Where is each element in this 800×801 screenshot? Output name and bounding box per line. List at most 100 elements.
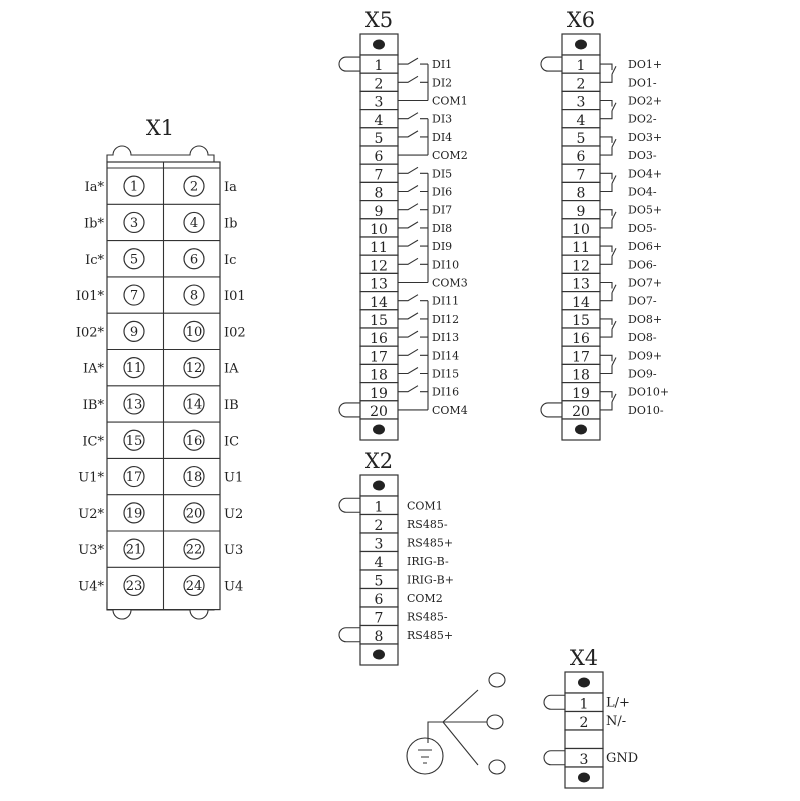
x6-pin-label: DO6+ (628, 240, 662, 253)
x1-terminal-circle (183, 320, 205, 342)
x5-pin-label: DI12 (432, 313, 459, 326)
latch-hook (540, 56, 562, 72)
latch-hook (338, 497, 360, 513)
x6-pin-label: DO10+ (628, 386, 669, 399)
x2-pin-number: 3 (375, 537, 384, 553)
x5-switch-icon (398, 239, 428, 247)
x5-pin-label: COM4 (432, 404, 468, 417)
ground-terminal-circle (488, 672, 506, 688)
x1-right-label: IC (224, 434, 239, 449)
x1-left-label: U1* (78, 471, 104, 486)
x6-pin-label: DO7+ (628, 277, 662, 290)
x1-pin-number: 8 (190, 289, 198, 304)
x1-terminal-circle (123, 284, 145, 306)
x5-common-bus (398, 118, 429, 156)
x6-pin-label: DO1+ (628, 58, 662, 71)
x6-pin-number: 16 (572, 331, 590, 347)
x5-pin-label: DI4 (432, 131, 452, 144)
x6-pin-number: 14 (572, 295, 590, 311)
x6-pin-label: DO5+ (628, 204, 662, 217)
x4-pin-cell (564, 729, 604, 750)
x1-pin-number: 19 (126, 506, 143, 521)
screw-icon (373, 39, 385, 50)
x4-pin-label: GND (606, 751, 638, 766)
x5-pin-number: 7 (375, 167, 384, 183)
latch-hook (543, 750, 565, 766)
latch-hook (338, 627, 360, 643)
x5-common-bus (398, 173, 429, 284)
x6-pin-label: DO5- (628, 222, 657, 235)
x2-pin-label: RS485+ (407, 629, 453, 642)
x1-terminal-circle (183, 574, 205, 597)
x6-pin-number: 13 (572, 277, 590, 293)
screw-icon (578, 772, 590, 783)
ground-terminal-circle (486, 714, 504, 730)
x5-switch-icon (398, 185, 428, 193)
x4-title: X4 (570, 646, 598, 670)
x5-pin-number: 14 (370, 295, 388, 311)
x1-pin-number: 17 (126, 470, 143, 485)
x1-terminal-circle (183, 393, 205, 415)
x5-switch-icon (398, 75, 428, 83)
x4-pin-number: 2 (580, 715, 589, 731)
x1-terminal-circle (123, 429, 145, 451)
x1-terminal-circle (183, 248, 205, 270)
x5-pin-number: 9 (375, 204, 384, 220)
x5-switch-icon (398, 203, 428, 211)
x1-left-label: Ic* (85, 253, 104, 268)
x6-relay-contact-icon (600, 281, 617, 302)
x5-switch-icon (398, 130, 428, 138)
x1-right-label: Ic (224, 253, 236, 268)
x1-left-label: Ia* (85, 180, 105, 195)
x5-pin-number: 4 (375, 113, 384, 129)
x5-pin-number: 11 (370, 240, 388, 256)
x1-pin-number: 6 (190, 252, 198, 267)
x2-pin-label: IRIG-B- (407, 555, 449, 568)
ground-bars (418, 749, 432, 764)
x1-pin-number: 16 (186, 434, 203, 449)
x1-pin-number: 4 (190, 216, 198, 231)
x5-pin-number: 1 (375, 58, 384, 74)
x6-pin-number: 18 (572, 368, 590, 384)
x5-pin-number: 6 (375, 149, 384, 165)
x1-terminal-circle (183, 175, 205, 197)
x6-pin-label: DO10- (628, 404, 664, 417)
x1-pin-number: 3 (130, 216, 138, 231)
x1-right-label: IB (224, 398, 239, 413)
x6-relay-contact-icon (600, 209, 617, 229)
x2-pin-number: 5 (375, 574, 384, 590)
x2-pin-label: RS485- (407, 518, 448, 531)
x5-pin-label: DI13 (432, 331, 459, 344)
x5-pin-label: DI10 (432, 258, 459, 271)
x1-right-label: I02 (224, 325, 246, 340)
x5-switch-icon (398, 367, 428, 375)
x1-pin-number: 20 (186, 506, 203, 521)
x5-pin-number: 5 (375, 131, 384, 147)
x6-pin-number: 19 (572, 386, 590, 402)
x1-pin-number: 2 (190, 180, 198, 195)
x1-pin-number: 24 (186, 579, 203, 594)
x2-pin-number: 4 (375, 555, 384, 571)
x2-pin-number: 7 (375, 611, 384, 627)
x5-pin-label: DI5 (432, 167, 452, 180)
x4-pin-number: 3 (580, 752, 589, 768)
ground-terminal-circle (488, 759, 506, 775)
x6-pin-label: DO8+ (628, 313, 662, 326)
x1-left-label: U3* (78, 543, 104, 558)
x6-pin-label: DO9- (628, 368, 657, 381)
x1-terminal-circle (123, 320, 145, 342)
x6-pin-number: 10 (572, 222, 590, 238)
x5-pin-label: DI16 (432, 386, 459, 399)
x1-left-label: U2* (78, 507, 104, 522)
x6-pin-number: 1 (577, 58, 586, 74)
x5-pin-label: COM2 (432, 149, 468, 162)
x6-pin-label: DO3- (628, 149, 657, 162)
x5-switch-icon (398, 112, 428, 120)
x5-switch-icon (398, 57, 428, 65)
x1-pin-number: 13 (126, 397, 143, 412)
